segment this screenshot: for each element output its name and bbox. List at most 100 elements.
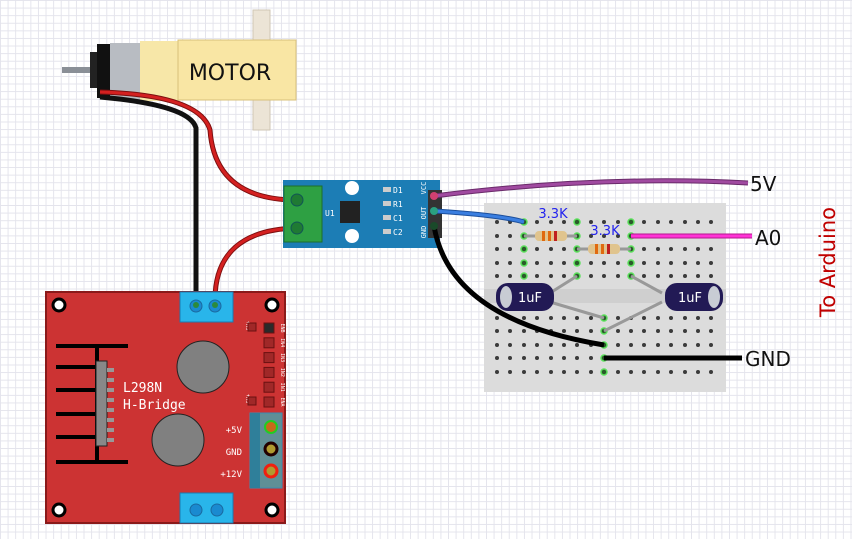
breadboard-hole[interactable]	[520, 272, 528, 280]
breadboard-hole[interactable]	[642, 261, 646, 265]
jumper-pin[interactable]	[247, 396, 257, 406]
breadboard-hole[interactable]	[627, 218, 635, 226]
header-pin-in2[interactable]	[263, 366, 275, 378]
breadboard-hole[interactable]	[696, 343, 700, 347]
breadboard-hole[interactable]	[589, 329, 593, 333]
breadboard-hole[interactable]	[562, 316, 566, 320]
breadboard-hole[interactable]	[549, 274, 553, 278]
breadboard-hole[interactable]	[535, 316, 539, 320]
breadboard-hole[interactable]	[562, 274, 566, 278]
breadboard-hole[interactable]	[575, 329, 579, 333]
breadboard-hole[interactable]	[656, 261, 660, 265]
breadboard-hole[interactable]	[656, 370, 660, 374]
breadboard-hole[interactable]	[589, 370, 593, 374]
breadboard-hole[interactable]	[495, 343, 499, 347]
breadboard-hole[interactable]	[616, 274, 620, 278]
breadboard-hole[interactable]	[589, 261, 593, 265]
breadboard-hole[interactable]	[522, 343, 526, 347]
breadboard-hole[interactable]	[683, 247, 687, 251]
breadboard-hole[interactable]	[535, 220, 539, 224]
breadboard-hole[interactable]	[683, 274, 687, 278]
breadboard-hole[interactable]	[709, 370, 713, 374]
breadboard-hole[interactable]	[656, 220, 660, 224]
breadboard-hole[interactable]	[696, 329, 700, 333]
breadboard-hole[interactable]	[669, 370, 673, 374]
jumper-pin[interactable]	[247, 322, 257, 332]
breadboard-hole[interactable]	[602, 220, 606, 224]
breadboard-hole[interactable]	[589, 316, 593, 320]
breadboard-hole[interactable]	[669, 316, 673, 320]
breadboard-hole[interactable]	[642, 247, 646, 251]
breadboard-hole[interactable]	[629, 343, 633, 347]
header-pin-enb[interactable]	[263, 322, 275, 334]
breadboard-hole[interactable]	[642, 220, 646, 224]
breadboard-hole[interactable]	[508, 343, 512, 347]
breadboard-hole[interactable]	[709, 247, 713, 251]
breadboard-hole[interactable]	[573, 218, 581, 226]
breadboard-hole[interactable]	[562, 220, 566, 224]
breadboard-hole[interactable]	[600, 368, 608, 376]
breadboard-hole[interactable]	[589, 274, 593, 278]
breadboard-hole[interactable]	[683, 329, 687, 333]
breadboard-hole[interactable]	[696, 370, 700, 374]
breadboard-hole[interactable]	[616, 370, 620, 374]
breadboard-hole[interactable]	[683, 261, 687, 265]
breadboard-hole[interactable]	[573, 259, 581, 267]
header-pin-in3[interactable]	[263, 352, 275, 364]
breadboard-hole[interactable]	[602, 234, 606, 238]
breadboard-hole[interactable]	[669, 274, 673, 278]
breadboard-hole[interactable]	[495, 234, 499, 238]
breadboard-hole[interactable]	[495, 316, 499, 320]
breadboard-hole[interactable]	[508, 329, 512, 333]
breadboard-hole[interactable]	[495, 329, 499, 333]
breadboard-hole[interactable]	[616, 316, 620, 320]
breadboard-hole[interactable]	[709, 316, 713, 320]
breadboard-hole[interactable]	[495, 261, 499, 265]
breadboard-hole[interactable]	[642, 370, 646, 374]
wire-out[interactable]	[433, 209, 525, 224]
breadboard-hole[interactable]	[549, 220, 553, 224]
breadboard-hole[interactable]	[549, 261, 553, 265]
breadboard-hole[interactable]	[495, 356, 499, 360]
breadboard-hole[interactable]	[508, 261, 512, 265]
breadboard-hole[interactable]	[535, 343, 539, 347]
wire-gnd-sensor[interactable]	[431, 225, 605, 348]
breadboard-hole[interactable]	[696, 247, 700, 251]
breadboard-hole[interactable]	[495, 247, 499, 251]
breadboard-hole[interactable]	[683, 370, 687, 374]
breadboard-hole[interactable]	[709, 220, 713, 224]
breadboard-hole[interactable]	[589, 220, 593, 224]
breadboard-hole[interactable]	[683, 316, 687, 320]
breadboard-hole[interactable]	[549, 316, 553, 320]
breadboard-hole[interactable]	[562, 261, 566, 265]
breadboard-hole[interactable]	[562, 343, 566, 347]
breadboard-hole[interactable]	[495, 370, 499, 374]
breadboard-hole[interactable]	[589, 356, 593, 360]
breadboard-hole[interactable]	[656, 343, 660, 347]
header-pin-in4[interactable]	[263, 337, 275, 349]
breadboard-hole[interactable]	[589, 234, 593, 238]
breadboard-hole[interactable]	[562, 329, 566, 333]
breadboard-hole[interactable]	[535, 356, 539, 360]
breadboard-hole[interactable]	[642, 316, 646, 320]
breadboard-hole[interactable]	[683, 343, 687, 347]
breadboard-hole[interactable]	[616, 343, 620, 347]
breadboard-hole[interactable]	[696, 274, 700, 278]
breadboard-hole[interactable]	[520, 259, 528, 267]
breadboard-hole[interactable]	[669, 329, 673, 333]
breadboard-hole[interactable]	[669, 247, 673, 251]
breadboard-hole[interactable]	[562, 247, 566, 251]
breadboard-hole[interactable]	[549, 247, 553, 251]
breadboard-hole[interactable]	[656, 329, 660, 333]
breadboard-hole[interactable]	[508, 356, 512, 360]
breadboard-hole[interactable]	[629, 370, 633, 374]
breadboard-hole[interactable]	[642, 274, 646, 278]
header-pin-in1[interactable]	[263, 381, 275, 393]
breadboard-hole[interactable]	[522, 370, 526, 374]
breadboard-hole[interactable]	[669, 220, 673, 224]
breadboard-hole[interactable]	[508, 247, 512, 251]
breadboard-hole[interactable]	[656, 316, 660, 320]
breadboard-hole[interactable]	[616, 220, 620, 224]
breadboard-hole[interactable]	[535, 247, 539, 251]
breadboard-hole[interactable]	[642, 329, 646, 333]
